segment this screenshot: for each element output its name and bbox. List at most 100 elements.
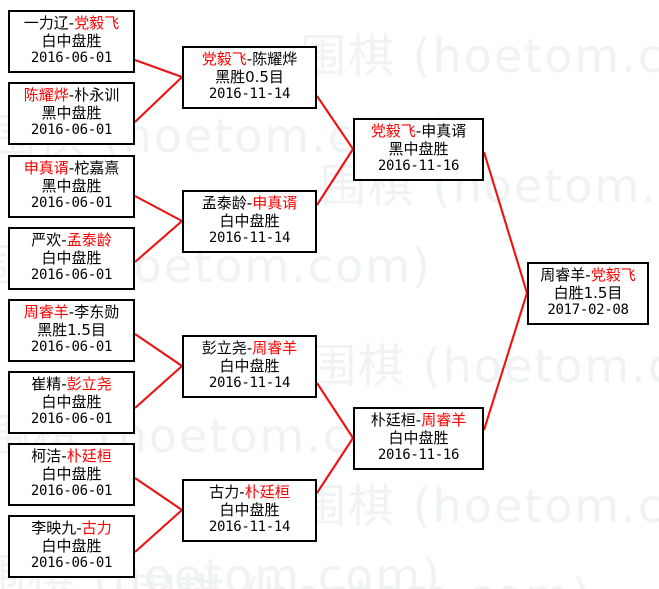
match-players: 李映九-古力 bbox=[31, 520, 111, 537]
match-result: 白中盘胜 bbox=[41, 249, 102, 268]
bracket-connector-line bbox=[134, 59, 183, 78]
bracket-connector-line bbox=[134, 477, 183, 511]
match-date: 2016-06-01 bbox=[30, 410, 113, 427]
player-left: 彭立尧 bbox=[201, 339, 247, 358]
watermark-text: 围棋 (hoetom.com) bbox=[130, 560, 592, 589]
player-separator: - bbox=[239, 483, 245, 502]
player-right: 周睿羊 bbox=[252, 339, 298, 358]
watermark-text: 围棋 (hoetom.com) bbox=[300, 479, 659, 533]
player-separator: - bbox=[246, 50, 253, 69]
match-result: 黑中盘胜 bbox=[41, 177, 102, 196]
bracket-connector-line bbox=[134, 220, 183, 263]
player-left: 孟泰龄 bbox=[201, 194, 247, 213]
match-result: 黑中盘胜 bbox=[388, 140, 449, 159]
bracket-connector-line bbox=[134, 365, 183, 409]
match-result: 黑胜0.5目 bbox=[215, 68, 284, 87]
player-separator: - bbox=[415, 122, 422, 141]
player-right: 党毅飞 bbox=[74, 14, 120, 33]
match-date: 2016-06-01 bbox=[30, 194, 113, 211]
match-players: 彭立尧-周睿羊 bbox=[202, 340, 297, 357]
match-date: 2016-11-14 bbox=[208, 374, 291, 391]
match-date: 2016-06-01 bbox=[30, 482, 113, 499]
match-date: 2016-11-14 bbox=[208, 518, 291, 535]
bracket-connector-line bbox=[134, 333, 183, 367]
player-left: 李映九 bbox=[31, 519, 77, 538]
match-result: 白中盘胜 bbox=[388, 429, 449, 448]
player-right: 彭立尧 bbox=[66, 375, 112, 394]
match-result: 黑中盘胜 bbox=[41, 104, 102, 123]
match-date: 2016-06-01 bbox=[30, 554, 113, 571]
player-separator: - bbox=[415, 411, 422, 430]
bracket-connector-line bbox=[134, 195, 183, 222]
watermark-text: 围棋 (hoetom.com) bbox=[300, 29, 659, 83]
player-right: 周睿羊 bbox=[421, 411, 467, 430]
player-separator: - bbox=[246, 194, 253, 213]
player-right: 柁嘉熹 bbox=[74, 159, 120, 178]
player-right: 申真谞 bbox=[421, 122, 467, 141]
match-date: 2016-11-16 bbox=[377, 157, 460, 174]
player-right: 朴永训 bbox=[74, 86, 120, 105]
player-left: 古力 bbox=[209, 483, 240, 502]
match-result: 白胜1.5目 bbox=[553, 284, 623, 303]
match-players: 周睿羊-李东勋 bbox=[24, 304, 119, 321]
player-left: 柯洁 bbox=[31, 447, 62, 466]
player-right: 朴廷桓 bbox=[244, 483, 290, 502]
player-right: 古力 bbox=[81, 519, 112, 538]
match-date: 2017-02-08 bbox=[547, 301, 629, 318]
player-right: 党毅飞 bbox=[590, 266, 636, 285]
player-left: 朴廷桓 bbox=[370, 411, 416, 430]
player-separator: - bbox=[76, 519, 82, 538]
match-date: 2016-06-01 bbox=[30, 121, 113, 138]
match-date: 2016-11-14 bbox=[208, 85, 291, 102]
player-separator: - bbox=[61, 447, 67, 466]
match-players: 孟泰龄-申真谞 bbox=[202, 195, 297, 212]
match-players: 党毅飞-陈耀烨 bbox=[202, 51, 297, 68]
match-result: 白中盘胜 bbox=[41, 465, 102, 484]
bracket-connector-line bbox=[316, 437, 354, 494]
match-players: 柯洁-朴廷桓 bbox=[31, 448, 111, 465]
player-separator: - bbox=[68, 14, 75, 33]
player-right: 朴廷桓 bbox=[66, 447, 112, 466]
match-result: 白中盘胜 bbox=[41, 32, 102, 51]
match-players: 朴廷桓-周睿羊 bbox=[371, 412, 466, 429]
match-players: 周睿羊-党毅飞 bbox=[540, 267, 635, 284]
player-separator: - bbox=[585, 266, 591, 285]
player-left: 申真谞 bbox=[23, 159, 69, 178]
player-right: 李东勋 bbox=[74, 303, 120, 322]
bracket-connector-line bbox=[482, 151, 529, 294]
match-date: 2016-11-14 bbox=[208, 229, 291, 246]
player-left: 陈耀烨 bbox=[23, 86, 69, 105]
bracket-connector-line bbox=[134, 509, 183, 553]
match-result: 白中盘胜 bbox=[41, 393, 102, 412]
match-result: 白中盘胜 bbox=[219, 357, 280, 376]
player-right: 孟泰龄 bbox=[66, 231, 112, 250]
player-right: 申真谞 bbox=[252, 194, 298, 213]
match-date: 2016-06-01 bbox=[30, 338, 113, 355]
match-players: 申真谞-柁嘉熹 bbox=[24, 160, 119, 177]
player-left: 严欢 bbox=[31, 231, 62, 250]
bracket-connector-line bbox=[482, 292, 529, 431]
match-result: 白中盘胜 bbox=[41, 537, 102, 556]
player-left: 党毅飞 bbox=[370, 122, 416, 141]
bracket-connector-line bbox=[316, 95, 354, 150]
player-left: 周睿羊 bbox=[540, 266, 586, 285]
player-separator: - bbox=[61, 231, 67, 250]
watermark-text: 围棋 (hoetom.com) bbox=[310, 339, 659, 393]
match-date: 2016-06-01 bbox=[30, 266, 113, 283]
